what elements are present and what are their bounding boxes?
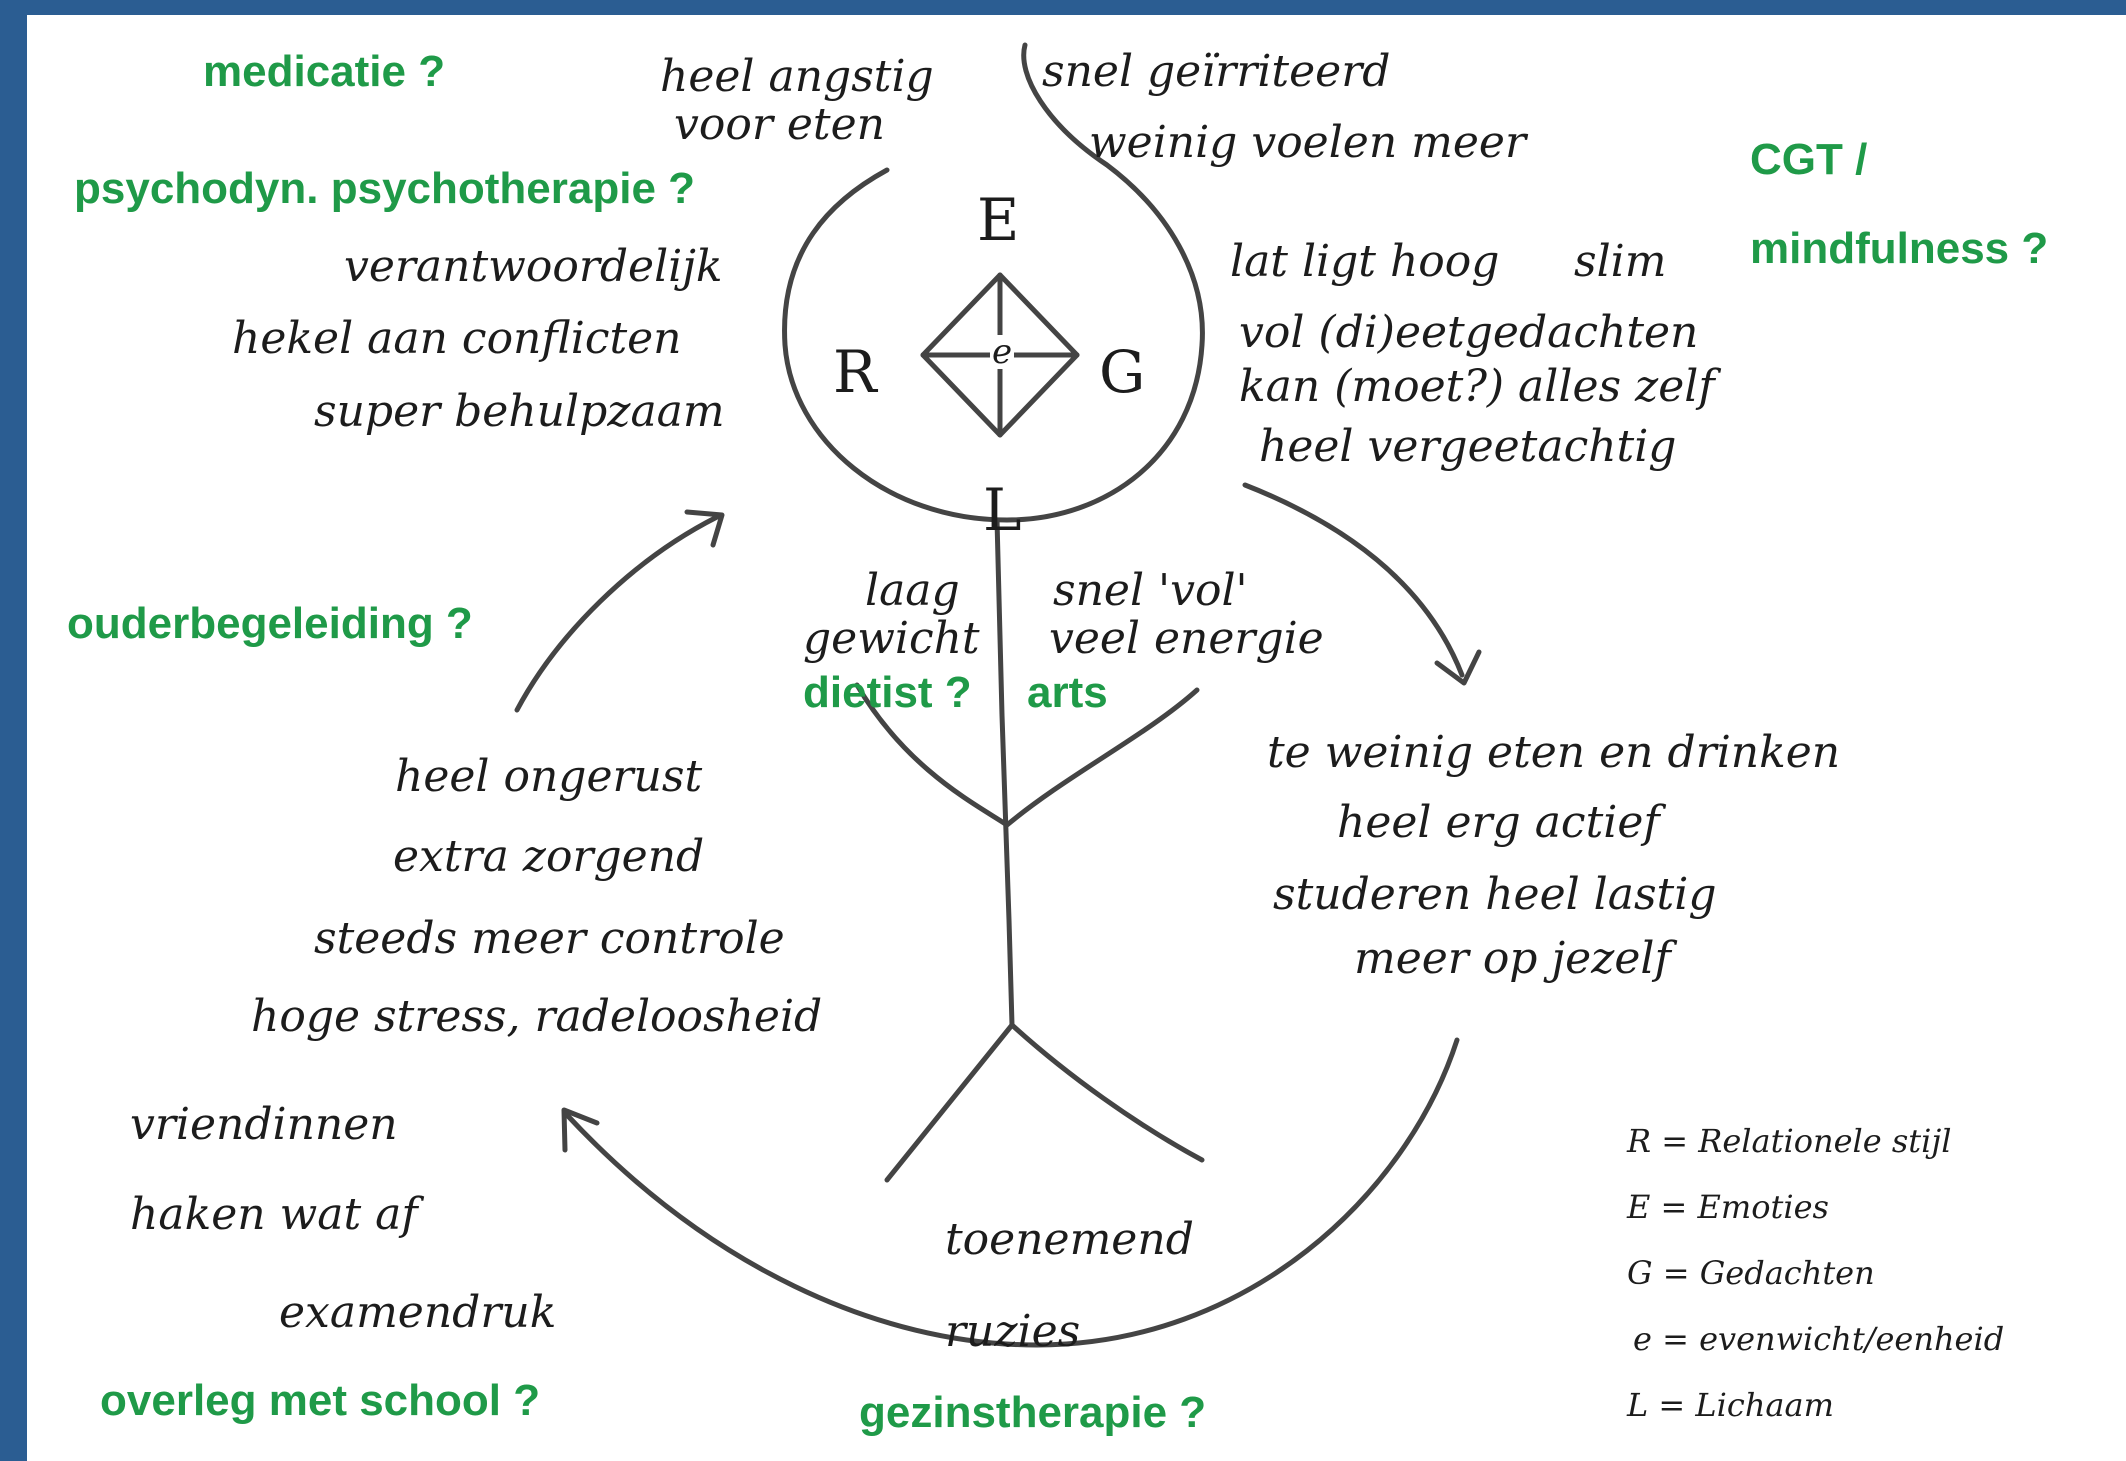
gezin-text: toenemend bbox=[945, 1214, 1194, 1265]
relationeel-text: super behulpzaam bbox=[314, 386, 725, 437]
gedachten-text: lat ligt hoog bbox=[1230, 236, 1500, 287]
school-text: haken wat af bbox=[130, 1189, 418, 1240]
ouders-text: extra zorgend bbox=[393, 831, 705, 882]
gedrag-text: meer op jezelf bbox=[1354, 933, 1671, 984]
legend-item: R = Relationele stijl bbox=[1627, 1122, 1952, 1160]
diagram-board: E R G L e heel angstig voor eten snel ge… bbox=[27, 15, 2126, 1461]
emoties-text: heel angstig bbox=[660, 51, 934, 102]
letter-g-gedachten: G bbox=[1099, 338, 1146, 406]
letter-l-lichaam: L bbox=[983, 476, 1022, 544]
arms bbox=[854, 682, 1200, 828]
body-line bbox=[994, 517, 1015, 1028]
intervention-mindfulness: mindfulness ? bbox=[1750, 224, 2049, 273]
gedachten-text: heel vergeetachtig bbox=[1259, 421, 1677, 472]
intervention-dietist: dietist ? bbox=[803, 668, 972, 717]
arrowhead-bottom bbox=[561, 1107, 600, 1153]
emoties-text: snel geïrriteerd bbox=[1042, 46, 1391, 97]
legend-item: e = evenwicht/eenheid bbox=[1633, 1320, 2005, 1358]
head-outline bbox=[782, 42, 1205, 523]
ouders-text: heel ongerust bbox=[395, 751, 703, 802]
emoties-text: voor eten bbox=[674, 99, 885, 150]
intervention-gezinstherapie: gezinstherapie ? bbox=[859, 1388, 1207, 1437]
letter-e-evenwicht: e bbox=[990, 332, 1015, 372]
relationeel-text: hekel aan conflicten bbox=[232, 313, 682, 364]
ouders-text: hoge stress, radeloosheid bbox=[251, 991, 823, 1042]
arrow-top-right bbox=[1242, 482, 1465, 678]
gedachten-text: vol (di)eetgedachten bbox=[1239, 307, 1699, 358]
arrow-bottom bbox=[564, 1037, 1460, 1348]
lichaam-text: laag bbox=[865, 565, 960, 616]
intervention-psychotherapie: psychodyn. psychotherapie ? bbox=[74, 164, 696, 213]
intervention-cgt: CGT / bbox=[1750, 135, 1868, 184]
gedrag-text: heel erg actief bbox=[1337, 797, 1660, 848]
legend-item: L = Lichaam bbox=[1627, 1386, 1834, 1424]
gedrag-text: studeren heel lastig bbox=[1273, 869, 1717, 920]
legs bbox=[884, 1022, 1205, 1183]
gedachten-text: slim bbox=[1574, 236, 1667, 287]
gedrag-text: te weinig eten en drinken bbox=[1267, 727, 1841, 778]
school-text: vriendinnen bbox=[130, 1099, 398, 1150]
gedachten-text: kan (moet?) alles zelf bbox=[1239, 361, 1715, 412]
relationeel-text: verantwoordelijk bbox=[344, 241, 723, 292]
arrow-left bbox=[514, 514, 720, 713]
intervention-ouderbegeleiding: ouderbegeleiding ? bbox=[67, 599, 473, 648]
school-text: examendruk bbox=[279, 1287, 557, 1338]
lichaam-text: veel energie bbox=[1049, 613, 1324, 664]
intervention-medicatie: medicatie ? bbox=[203, 47, 446, 96]
letter-e-emoties: E bbox=[977, 186, 1020, 254]
lichaam-text: gewicht bbox=[803, 613, 980, 664]
intervention-arts: arts bbox=[1027, 668, 1108, 717]
lichaam-text: snel 'vol' bbox=[1053, 565, 1248, 616]
ouders-text: steeds meer controle bbox=[314, 913, 785, 964]
arrowhead-top-right bbox=[1434, 649, 1482, 686]
intervention-school: overleg met school ? bbox=[100, 1376, 541, 1425]
emoties-text: weinig voelen meer bbox=[1089, 117, 1526, 168]
legend-item: G = Gedachten bbox=[1627, 1254, 1875, 1292]
legend-item: E = Emoties bbox=[1627, 1188, 1829, 1226]
letter-r-relationeel: R bbox=[833, 338, 877, 406]
arrowhead-left bbox=[684, 509, 725, 548]
diagram-drawing bbox=[514, 42, 1482, 1348]
gezin-text: ruzies bbox=[945, 1306, 1081, 1357]
